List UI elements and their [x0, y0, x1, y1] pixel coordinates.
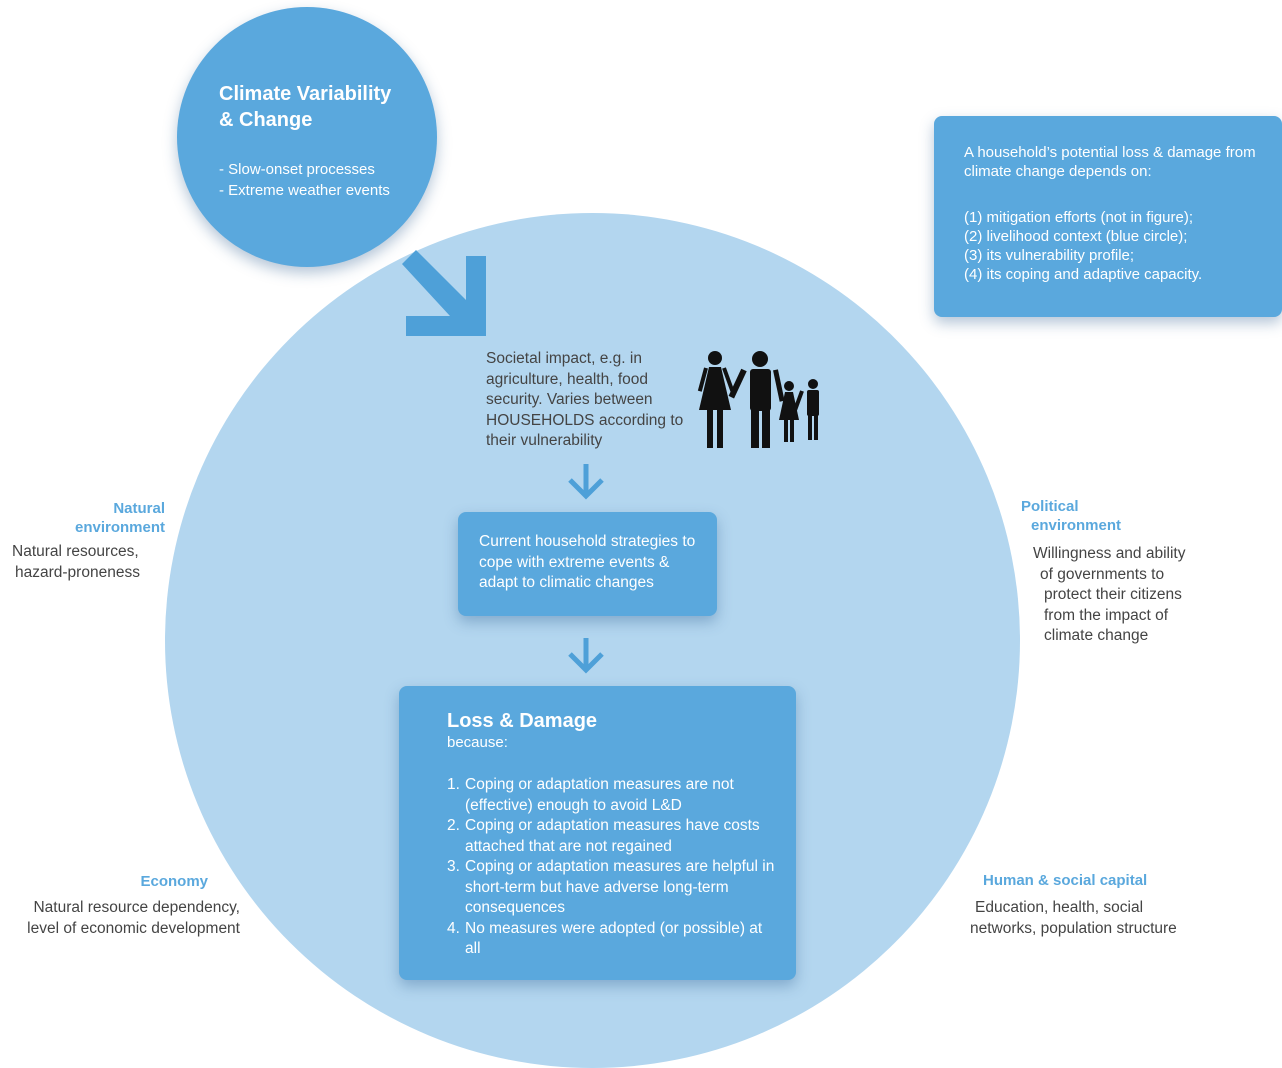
- item-number: 4.: [447, 919, 460, 937]
- item-number: 3.: [447, 858, 460, 875]
- list-item: 4. No measures were adopted (or possible…: [447, 919, 777, 960]
- human-social-capital-title: Human & social capital: [983, 872, 1148, 889]
- list-item: 1. Coping or adaptation measures are not…: [447, 775, 777, 816]
- loss-damage-list: 1. Coping or adaptation measures are not…: [447, 775, 777, 960]
- list-item: 2. Coping or adaptation measures have co…: [447, 816, 777, 857]
- climate-variability-circle: [177, 7, 437, 267]
- down-arrow-icon: [568, 464, 604, 500]
- down-arrow-icon: [568, 638, 604, 674]
- climate-item: - Slow-onset processes: [219, 161, 375, 178]
- item-text: Coping or adaptation measures have costs…: [465, 817, 760, 855]
- loss-damage-box: [399, 686, 796, 980]
- item-number: 2.: [447, 817, 460, 834]
- info-item: (2) livelihood context (blue circle);: [964, 228, 1188, 245]
- item-text: Coping or adaptation measures are helpfu…: [465, 858, 775, 916]
- list-item: 3. Coping or adaptation measures are hel…: [447, 857, 777, 919]
- loss-damage-subtitle: because:: [447, 734, 508, 751]
- item-number: 1.: [447, 776, 460, 793]
- info-list: (1) mitigation efforts (not in figure); …: [964, 208, 1274, 284]
- climate-items: - Slow-onset processes - Extreme weather…: [219, 159, 439, 201]
- natural-environment-title: Natural environment: [74, 500, 165, 536]
- political-environment-desc: Willingness and ability of governments t…: [1033, 545, 1186, 644]
- climate-title: Climate Variability & Change: [219, 83, 392, 131]
- economy-desc: Natural resource dependency, level of ec…: [27, 899, 240, 937]
- family-icon: [697, 351, 819, 448]
- item-text: Coping or adaptation measures are not (e…: [465, 776, 734, 814]
- household-strategies-text: Current household strategies to cope wit…: [479, 533, 696, 591]
- info-box: [934, 116, 1282, 317]
- info-intro: A household’s potential loss & damage fr…: [964, 144, 1256, 180]
- natural-environment-desc: Natural resources, hazard-proneness: [12, 543, 140, 581]
- political-environment-title: Political environment: [1021, 498, 1122, 534]
- loss-damage-title: Loss & Damage: [447, 710, 598, 732]
- economy-title: Economy: [140, 873, 208, 890]
- human-social-capital-desc: Education, health, social networks, popu…: [970, 899, 1177, 937]
- climate-item: - Extreme weather events: [219, 182, 390, 199]
- info-item: (3) its vulnerability profile;: [964, 247, 1135, 264]
- item-text: No measures were adopted (or possible) a…: [465, 919, 763, 958]
- societal-impact-text: Societal impact, e.g. in agriculture, he…: [486, 350, 684, 449]
- household-strategies-box: [458, 512, 717, 616]
- info-item: (4) its coping and adaptive capacity.: [964, 266, 1203, 283]
- info-item: (1) mitigation efforts (not in figure);: [964, 209, 1193, 226]
- diagonal-arrow-icon: [402, 250, 486, 336]
